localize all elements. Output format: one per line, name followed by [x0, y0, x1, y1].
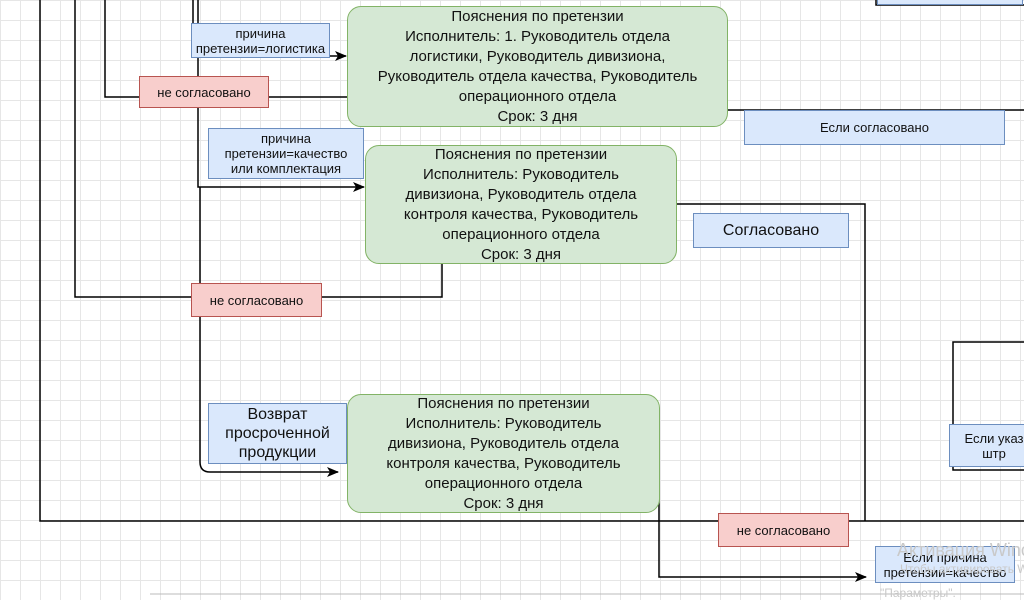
label-top-right-stub: [877, 0, 1023, 5]
label-not-agreed-3[interactable]: не согласовано: [718, 513, 849, 547]
node-text-line: контроля качества, Руководитель: [403, 205, 639, 223]
node-text-line: Исполнитель: Руководитель: [405, 414, 602, 432]
activation-watermark-title: Активация Winc: [897, 540, 1024, 560]
node-text-line: причина: [235, 25, 286, 41]
label-agreed[interactable]: Согласовано: [693, 213, 849, 248]
node-text-line: операционного отдела: [458, 87, 617, 105]
node-text-line: Исполнитель: Руководитель: [423, 165, 619, 183]
node-text-line: претензии=логистика: [195, 40, 326, 56]
activation-watermark-footer: "Параметры".: [880, 586, 956, 600]
node-text-line: Срок: 3 дня: [480, 245, 562, 263]
node-text-line: логистики, Руководитель дивизиона,: [409, 47, 666, 65]
node-text-line: операционного отдела: [442, 225, 600, 243]
activation-watermark-body: Чтобы активировать W: [900, 562, 1024, 576]
connector-process-3-out: [658, 495, 867, 582]
node-text-line: дивизиона, Руководитель отдела: [405, 185, 637, 203]
node-text-line: или комплектация: [230, 161, 342, 176]
node-text-line: претензии=качество: [224, 146, 348, 161]
node-text-line: просроченной: [225, 425, 330, 442]
node-text-line: контроля качества, Руководитель: [386, 454, 621, 472]
label-not-agreed-1[interactable]: не согласовано: [139, 76, 269, 108]
node-text-line: штр: [982, 445, 1006, 461]
node-text-line: Срок: 3 дня: [497, 107, 578, 125]
label-if-agreed[interactable]: Если согласовано: [744, 110, 1005, 145]
connector-right-box: [952, 341, 1024, 471]
node-text-line: Пояснения по претензии: [434, 145, 608, 163]
node-text-line: Исполнитель: 1. Руководитель отдела: [405, 27, 670, 45]
label-expired-return[interactable]: Возврат просроченной продукции: [208, 403, 347, 464]
node-text-line: Возврат: [247, 406, 308, 423]
connector-top-right-box: [875, 0, 1024, 6]
node-text-line: причина: [261, 131, 311, 146]
node-text-line: Если причина: [903, 549, 987, 565]
label-not-agreed-2[interactable]: не согласовано: [191, 283, 322, 317]
connector-to-process-3: [199, 187, 339, 477]
node-text-line: дивизиона, Руководитель отдела: [388, 434, 619, 452]
connector-left-outer-frame: [39, 0, 1024, 522]
connector-process-2-out: [676, 203, 866, 521]
node-text-line: продукции: [238, 444, 317, 461]
node-text-line: Согласовано: [722, 222, 820, 239]
node-text-line: Если указ: [964, 430, 1024, 446]
node-text-line: Руководитель отдела качества, Руководите…: [377, 67, 698, 85]
node-text-line: Пояснения по претензии: [417, 394, 590, 412]
node-text-line: Срок: 3 дня: [463, 494, 544, 512]
node-text-line: претензии=качество: [883, 564, 1007, 580]
node-text-line: не согласовано: [157, 84, 251, 100]
node-text-line: не согласовано: [209, 292, 304, 308]
connector-to-process-2: [197, 0, 365, 192]
node-text-line: не согласовано: [736, 522, 831, 538]
node-text-line: Пояснения по претензии: [451, 7, 624, 25]
node-text-line: операционного отдела: [424, 474, 583, 492]
node-text-line: Если согласовано: [820, 120, 929, 135]
